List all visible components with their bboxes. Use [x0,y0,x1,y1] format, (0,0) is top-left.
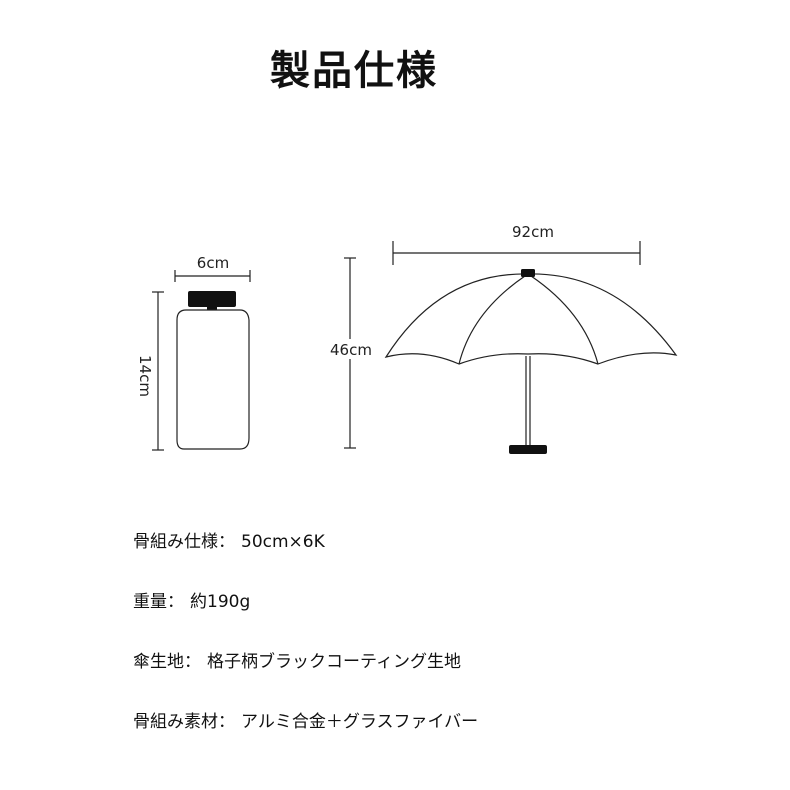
spec-separator: ： [218,532,235,552]
spec-frame-label: 骨組み仕様 [133,532,218,552]
folded-umbrella [176,291,250,450]
spec-weight-label: 重量 [133,592,167,612]
folded-height-dimension: 14cm [136,291,164,451]
spec-weight-value: 約190g [190,592,251,612]
spec-material-label: 骨組み素材 [133,712,218,732]
spec-fabric-label: 傘生地 [133,652,184,672]
umbrella-tip [521,269,535,277]
folded-width-label: 6cm [197,254,229,272]
spec-material-value: アルミ合金＋グラスファイバー [241,712,479,732]
open-handle [509,445,547,454]
folded-height-label: 14cm [136,355,154,397]
spec-fabric-value: 格子柄ブラックコーティング生地 [207,652,461,672]
spec-weight: 重量： 約190g [133,590,250,614]
spec-separator: ： [167,592,184,612]
open-width-label: 92cm [512,223,554,241]
spec-separator: ： [184,652,201,672]
folded-handle [188,291,236,307]
open-height-label: 46cm [330,341,372,359]
spec-separator: ： [218,712,235,732]
open-width-dimension: 92cm [392,223,641,265]
product-diagram: 6cm 14cm 92cm 46cm [136,223,678,454]
open-height-dimension: 46cm [323,257,379,449]
open-umbrella [384,269,678,454]
folded-canopy [176,309,250,450]
spec-material: 骨組み素材： アルミ合金＋グラスファイバー [133,710,478,734]
page-title: 製品仕様 [270,48,438,94]
spec-frame-value: 50cm×6K [241,532,325,552]
open-canopy [384,273,678,365]
spec-fabric: 傘生地： 格子柄ブラックコーティング生地 [133,650,461,674]
spec-frame: 骨組み仕様： 50cm×6K [133,530,325,554]
folded-width-dimension: 6cm [174,254,251,282]
